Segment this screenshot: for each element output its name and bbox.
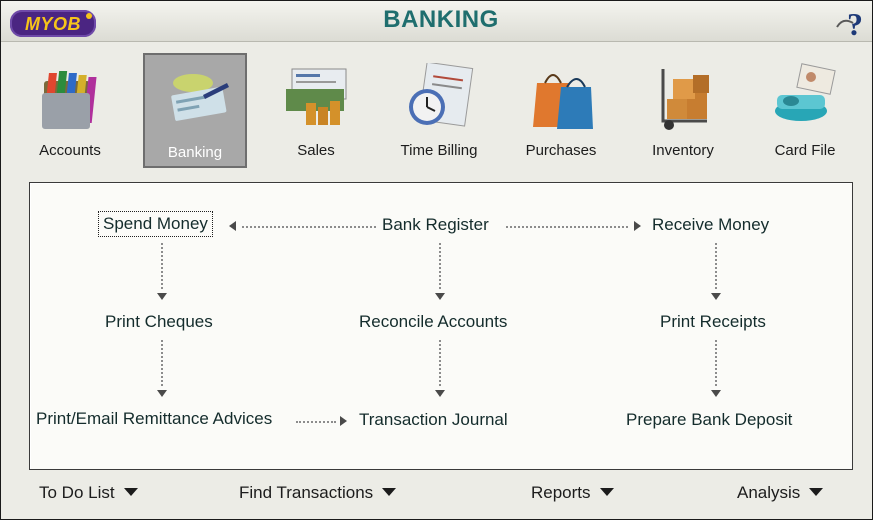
- connector-line: [439, 340, 441, 386]
- nav-label: Purchases: [525, 142, 597, 159]
- purchases-bags-icon: [533, 74, 593, 129]
- to-do-list-menu[interactable]: To Do List: [39, 483, 138, 503]
- arrow-down-icon: [157, 293, 167, 300]
- title-bar: MYOB BANKING ?: [1, 1, 872, 42]
- accounts-folders-icon: [42, 71, 97, 129]
- spend-money-link[interactable]: Spend Money: [98, 211, 213, 237]
- arrow-down-icon: [157, 390, 167, 397]
- myob-logo: MYOB: [10, 10, 96, 37]
- menu-label: Find Transactions: [239, 483, 374, 502]
- dropdown-caret-icon: [382, 487, 397, 496]
- dropdown-caret-icon: [599, 487, 614, 496]
- connector-line: [242, 226, 376, 228]
- arrow-left-icon: [229, 221, 236, 231]
- reconcile-accounts-link[interactable]: Reconcile Accounts: [359, 312, 508, 331]
- connector-line: [161, 243, 163, 289]
- registered-mark-icon: [86, 13, 92, 19]
- nav-inventory[interactable]: Inventory: [631, 53, 735, 168]
- reports-menu[interactable]: Reports: [531, 483, 614, 503]
- arrow-down-icon: [435, 293, 445, 300]
- prepare-bank-deposit-link[interactable]: Prepare Bank Deposit: [626, 410, 793, 429]
- nav-time-billing[interactable]: Time Billing: [387, 53, 491, 168]
- connector-line: [161, 340, 163, 386]
- svg-text:?: ?: [847, 6, 863, 39]
- logo-text: MYOB: [25, 14, 81, 34]
- nav-banking[interactable]: Banking: [143, 53, 247, 168]
- arrow-right-icon: [340, 416, 347, 426]
- window-title: BANKING: [383, 6, 499, 33]
- connector-line: [715, 243, 717, 289]
- nav-label: Card File: [774, 142, 836, 159]
- nav-label: Time Billing: [400, 142, 478, 159]
- connector-line: [296, 421, 336, 423]
- menu-label: Reports: [531, 483, 591, 502]
- print-receipts-link[interactable]: Print Receipts: [660, 312, 766, 331]
- analysis-menu[interactable]: Analysis: [737, 483, 824, 503]
- help-question-icon[interactable]: ?: [833, 5, 869, 39]
- inventory-trolley-icon: [661, 69, 709, 130]
- dropdown-caret-icon: [809, 487, 824, 496]
- remittance-advices-link[interactable]: Print/Email Remittance Advices: [36, 409, 273, 428]
- time-billing-clock-icon: [409, 63, 474, 127]
- bottom-menu-bar: To Do List Find Transactions Reports Ana…: [1, 483, 873, 507]
- module-nav: Accounts Banking Sales: [1, 53, 873, 168]
- transaction-journal-link[interactable]: Transaction Journal: [359, 410, 508, 429]
- arrow-down-icon: [711, 293, 721, 300]
- dropdown-caret-icon: [123, 487, 138, 496]
- arrow-down-icon: [711, 390, 721, 397]
- connector-line: [715, 340, 717, 386]
- connector-line: [439, 243, 441, 289]
- nav-label: Inventory: [652, 142, 714, 159]
- menu-label: Analysis: [737, 483, 801, 502]
- banking-flow-panel: Spend Money Bank Register Receive Money …: [29, 182, 853, 470]
- receive-money-link[interactable]: Receive Money: [652, 215, 770, 234]
- nav-accounts[interactable]: Accounts: [18, 53, 122, 168]
- banking-cheque-icon: [171, 74, 229, 121]
- nav-purchases[interactable]: Purchases: [509, 53, 613, 168]
- nav-label: Accounts: [39, 142, 101, 159]
- nav-label: Banking: [167, 144, 223, 161]
- arrow-down-icon: [435, 390, 445, 397]
- nav-label: Sales: [297, 142, 335, 159]
- find-transactions-menu[interactable]: Find Transactions: [239, 483, 397, 503]
- sales-invoice-icon: [286, 68, 347, 125]
- bank-register-link[interactable]: Bank Register: [382, 215, 489, 234]
- menu-label: To Do List: [39, 483, 115, 502]
- nav-sales[interactable]: Sales: [264, 53, 368, 168]
- connector-line: [506, 226, 628, 228]
- card-file-icon: [775, 63, 836, 121]
- nav-card-file[interactable]: Card File: [753, 53, 857, 168]
- arrow-right-icon: [634, 221, 641, 231]
- print-cheques-link[interactable]: Print Cheques: [105, 312, 213, 331]
